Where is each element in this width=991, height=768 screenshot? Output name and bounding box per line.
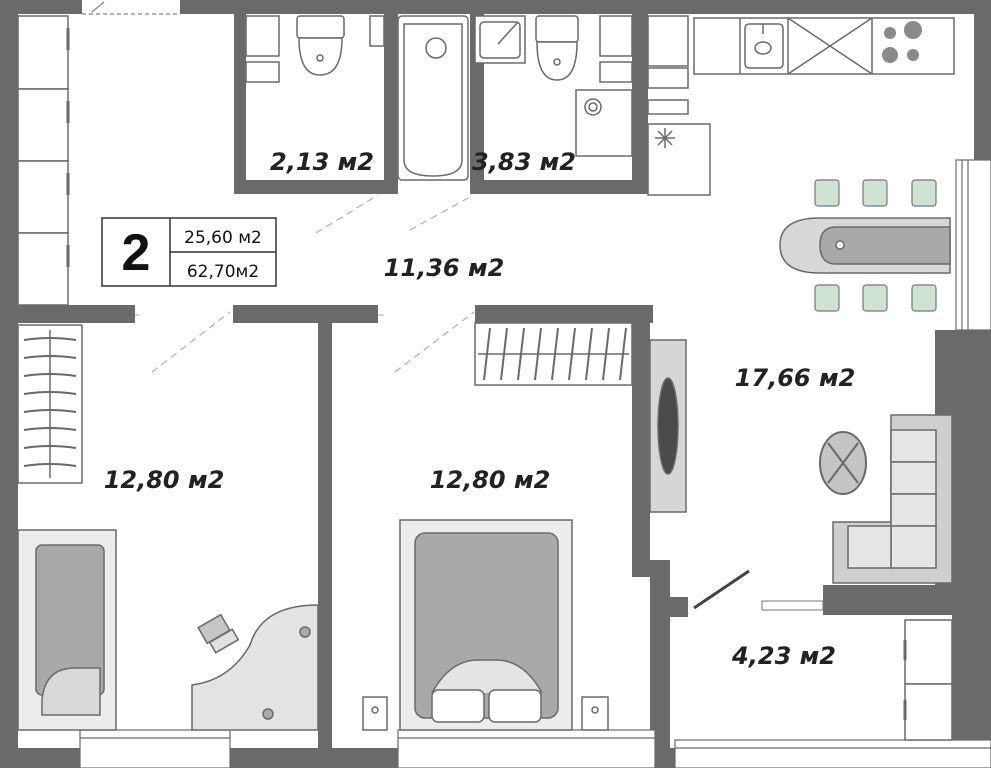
left-bedroom-wardrobe bbox=[17, 324, 83, 484]
area-label-kitchen-living: 17,66 м2 bbox=[735, 364, 856, 392]
total-area: 62,70м2 bbox=[187, 262, 259, 282]
middle-bedroom-wardrobe bbox=[474, 322, 633, 386]
desk bbox=[191, 604, 319, 731]
kitchen-fixtures bbox=[647, 15, 955, 196]
windows bbox=[79, 159, 991, 768]
living-area: 25,60 м2 bbox=[184, 228, 262, 248]
hallway-wardrobe bbox=[17, 15, 70, 306]
summary-box: 2 25,60 м2 62,70м2 bbox=[101, 217, 277, 287]
area-label-bedroom-middle: 12,80 м2 bbox=[430, 466, 551, 494]
sofa bbox=[832, 414, 953, 584]
toilet-fixtures bbox=[245, 15, 385, 83]
double-bed bbox=[399, 519, 573, 731]
balcony-door-threshold bbox=[761, 600, 824, 611]
balcony-cabinets bbox=[903, 619, 953, 741]
tv-unit bbox=[649, 339, 687, 513]
balcony-door bbox=[693, 569, 750, 610]
door-swings bbox=[151, 194, 475, 373]
rooms-count: 2 bbox=[122, 224, 151, 282]
bathroom-fixtures bbox=[397, 15, 633, 181]
stove-burners bbox=[882, 21, 922, 63]
dining-chairs bbox=[814, 179, 937, 312]
area-label-bedroom-left: 12,80 м2 bbox=[104, 466, 225, 494]
dining-table bbox=[779, 217, 951, 274]
nightstands bbox=[362, 696, 609, 731]
area-label-bathroom: 3,83 м2 bbox=[472, 148, 576, 176]
area-label-toilet: 2,13 м2 bbox=[270, 148, 374, 176]
coffee-table bbox=[819, 431, 867, 495]
entrance-door bbox=[82, 1, 180, 15]
area-label-balcony: 4,23 м2 bbox=[731, 642, 836, 670]
area-label-hallway: 11,36 м2 bbox=[384, 254, 505, 282]
left-bedroom-bed bbox=[17, 529, 117, 731]
